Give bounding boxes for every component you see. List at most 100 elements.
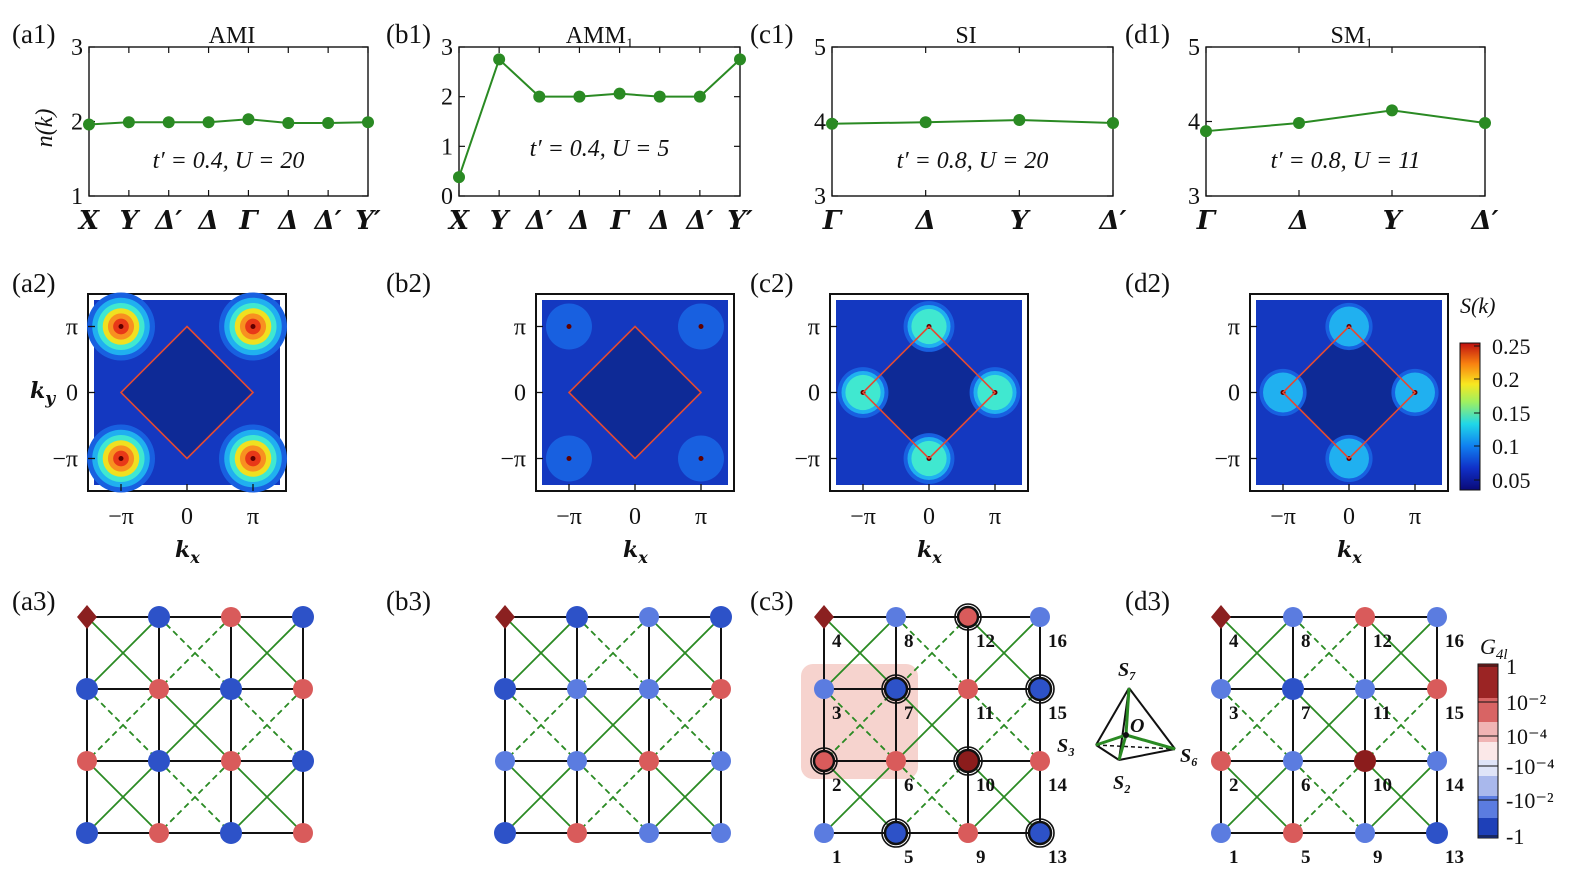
site-ring xyxy=(1025,674,1055,704)
x-tick-label: π xyxy=(695,504,707,530)
colorbar-tick-label: 10⁻² xyxy=(1506,690,1547,715)
site-ring xyxy=(953,746,983,776)
diagonal-bond xyxy=(648,616,722,690)
lattice-site xyxy=(1027,820,1053,846)
x-tick-label: −π xyxy=(1270,504,1296,530)
panel-label-d3: (d3) xyxy=(1125,586,1170,616)
site-number: 7 xyxy=(904,703,914,724)
site-ring xyxy=(881,674,911,704)
reference-site-marker xyxy=(1211,605,1231,629)
diagonal-bond xyxy=(1364,616,1438,690)
diagonal-bond xyxy=(158,760,232,834)
annotation: t′ = 0.8, U = 20 xyxy=(897,148,1049,174)
site-number: 10 xyxy=(976,775,995,796)
axes-frame xyxy=(458,46,741,197)
lattice-site xyxy=(1427,751,1447,771)
lattice-site xyxy=(221,607,241,627)
diagonal-bond xyxy=(576,616,650,690)
y-tick-label: 3 xyxy=(1188,184,1200,210)
lattice-site xyxy=(958,823,978,843)
y-tick-label: 4 xyxy=(814,110,826,136)
data-point xyxy=(1107,116,1119,129)
series-line xyxy=(88,118,369,126)
colorbar-band xyxy=(1478,722,1498,742)
panel-label-d1: (d1) xyxy=(1125,19,1170,49)
panel-label-c2: (c2) xyxy=(750,268,793,298)
heatmap-peak xyxy=(118,456,124,461)
site-number: 5 xyxy=(1301,847,1311,868)
y-tick-label: 4 xyxy=(1188,110,1200,136)
site-number: 2 xyxy=(832,775,842,796)
lattice-site xyxy=(1427,607,1447,627)
lattice-site xyxy=(958,679,978,699)
lattice-site xyxy=(1282,678,1304,700)
lattice-site xyxy=(639,607,659,627)
lattice-site xyxy=(292,606,314,628)
lattice-site xyxy=(77,751,97,771)
lattice-site xyxy=(1211,823,1231,843)
lattice-site xyxy=(639,751,659,771)
panel-label-d2: (d2) xyxy=(1125,268,1170,298)
site-number: 8 xyxy=(1301,631,1311,652)
diagonal-bond xyxy=(86,688,160,762)
lattice-site xyxy=(292,750,314,772)
site-number: 2 xyxy=(1229,775,1239,796)
x-tick-label: Y xyxy=(120,206,141,236)
xlabel-kx: kx xyxy=(623,537,648,567)
lattice-site xyxy=(956,605,980,629)
diagonal-bond xyxy=(823,688,897,762)
lattice-site xyxy=(220,678,242,700)
series-line xyxy=(831,119,1114,125)
diagonal-bond xyxy=(158,688,232,762)
y-tick-label: 3 xyxy=(441,35,453,61)
lattice-site xyxy=(220,822,242,844)
lattice-site xyxy=(1027,676,1053,702)
diagonal-bond xyxy=(1364,688,1438,762)
diagonal-bond xyxy=(895,616,969,690)
lattice-site xyxy=(293,679,313,699)
xlabel-kx: kx xyxy=(1337,537,1362,567)
x-tick-label: X xyxy=(447,206,471,236)
title-d1: SM₁ xyxy=(1330,23,1373,49)
ylabel-nk: n(k) xyxy=(32,109,58,148)
diagonal-bond xyxy=(1220,760,1294,834)
lattice-site xyxy=(495,751,515,771)
lattice-site xyxy=(494,822,516,844)
tetrahedron-inset: S₇ S₃ S₂ S₆ O xyxy=(1057,659,1198,794)
diagonal-bond xyxy=(1364,760,1438,834)
data-point xyxy=(493,53,506,66)
heatmap-peak xyxy=(250,324,256,329)
colorbar-tick-label: 0.1 xyxy=(1492,434,1520,459)
data-point xyxy=(919,116,932,129)
site-number: 11 xyxy=(1373,703,1391,724)
lattice-site xyxy=(76,822,98,844)
colorbar-band xyxy=(1478,760,1498,776)
diagonal-bond xyxy=(1292,760,1366,834)
x-tick-label: Δ′ xyxy=(1469,206,1498,236)
title-c1: SI xyxy=(955,23,976,49)
zone-outline xyxy=(1281,325,1417,460)
x-tick-label: π xyxy=(1409,504,1421,530)
x-tick-label: Δ′ xyxy=(684,206,713,236)
data-point xyxy=(573,90,586,103)
colorbar-band xyxy=(1478,664,1498,698)
x-tick-label: 0 xyxy=(181,504,193,530)
diagonal-bond xyxy=(504,616,578,690)
x-tick-label: Δ xyxy=(914,206,936,236)
colorbar-tick-label: 0.25 xyxy=(1492,334,1531,359)
y-tick-label: 3 xyxy=(814,184,826,210)
site-number: 15 xyxy=(1445,703,1464,724)
diagonal-bond xyxy=(967,760,1041,834)
diagonal-bond xyxy=(1292,616,1366,690)
site-ring xyxy=(1025,818,1055,848)
lattice-site xyxy=(567,751,587,771)
colorbar-g-title: G4l xyxy=(1480,634,1508,663)
lattice-site xyxy=(76,678,98,700)
diagonal-bond xyxy=(230,616,304,690)
x-tick-label: Y xyxy=(1010,206,1031,236)
